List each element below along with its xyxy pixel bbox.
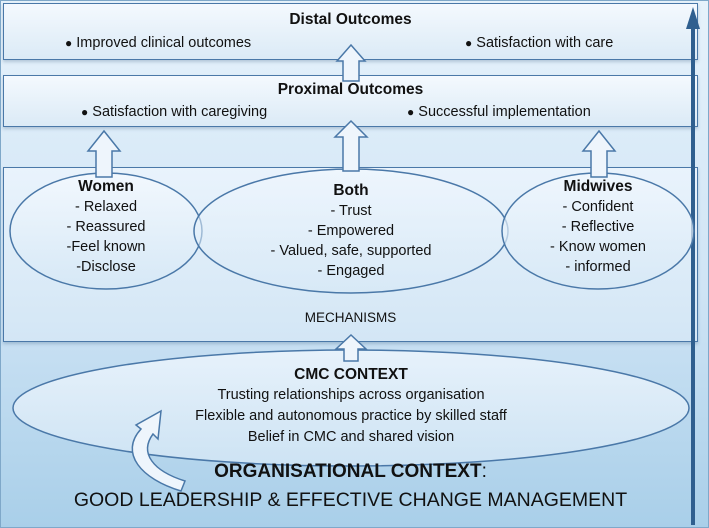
- bullet-icon: ●: [81, 105, 89, 119]
- midwives-item: - Confident: [562, 199, 634, 215]
- midwives-group: Midwives - Confident - Reflective - Know…: [518, 177, 678, 277]
- midwives-title: Midwives: [563, 178, 633, 195]
- midwives-item: - Reflective: [561, 219, 635, 235]
- cmc-item: Flexible and autonomous practice by skil…: [195, 408, 507, 424]
- both-item: - Engaged: [317, 263, 385, 279]
- organisational-context-heading: ORGANISATIONAL CONTEXT:: [1, 461, 700, 483]
- bullet-icon: ●: [465, 36, 473, 50]
- women-item: - Relaxed: [74, 199, 138, 215]
- proximal-outcomes-title: Proximal Outcomes: [277, 81, 424, 98]
- both-group: Both - Trust - Empowered - Valued, safe,…: [231, 181, 471, 281]
- title-suffix: :: [481, 461, 487, 482]
- organisational-context-subtitle: GOOD LEADERSHIP & EFFECTIVE CHANGE MANAG…: [73, 489, 628, 511]
- up-arrow-midwives-icon: [581, 129, 617, 178]
- midwives-item: - informed: [565, 259, 631, 275]
- women-title: Women: [78, 178, 134, 195]
- organisational-context-title: ORGANISATIONAL CONTEXT: [214, 461, 482, 482]
- up-arrow-proximal-center-icon: [333, 119, 369, 172]
- women-group: Women - Relaxed - Reassured -Feel known …: [26, 177, 186, 277]
- distal-item-2: ● Satisfaction with care: [465, 35, 614, 51]
- distal-outcomes-title: Distal Outcomes: [289, 11, 412, 28]
- both-title: Both: [333, 182, 369, 199]
- cmc-context-title: CMC CONTEXT: [294, 366, 408, 383]
- distal-item-1: ● Improved clinical outcomes: [65, 35, 252, 51]
- cmc-item: Trusting relationships across organisati…: [217, 387, 485, 403]
- up-arrow-women-icon: [86, 129, 122, 178]
- cmc-context-group: CMC CONTEXT Trusting relationships acros…: [151, 364, 551, 448]
- both-item: - Valued, safe, supported: [270, 243, 432, 259]
- bullet-icon: ●: [407, 105, 415, 119]
- up-arrow-distal-icon: [335, 43, 367, 82]
- curved-feedback-arrow-icon: [131, 409, 186, 492]
- bullet-icon: ●: [65, 36, 73, 50]
- proximal-item-2: ● Successful implementation: [407, 104, 591, 120]
- midwives-item: - Know women: [550, 239, 646, 255]
- cmc-item: Belief in CMC and shared vision: [247, 429, 455, 445]
- proximal-outcomes-box: [3, 75, 698, 127]
- proximal-item-1: ● Satisfaction with caregiving: [81, 104, 268, 120]
- upward-side-arrow-icon: [686, 7, 700, 525]
- up-arrow-mechanisms-icon: [334, 333, 368, 362]
- women-item: -Feel known: [66, 239, 146, 255]
- mechanisms-label: MECHANISMS: [304, 310, 397, 325]
- women-item: - Reassured: [66, 219, 146, 235]
- both-item: - Empowered: [307, 223, 395, 239]
- women-item: -Disclose: [76, 259, 136, 275]
- both-item: - Trust: [330, 203, 372, 219]
